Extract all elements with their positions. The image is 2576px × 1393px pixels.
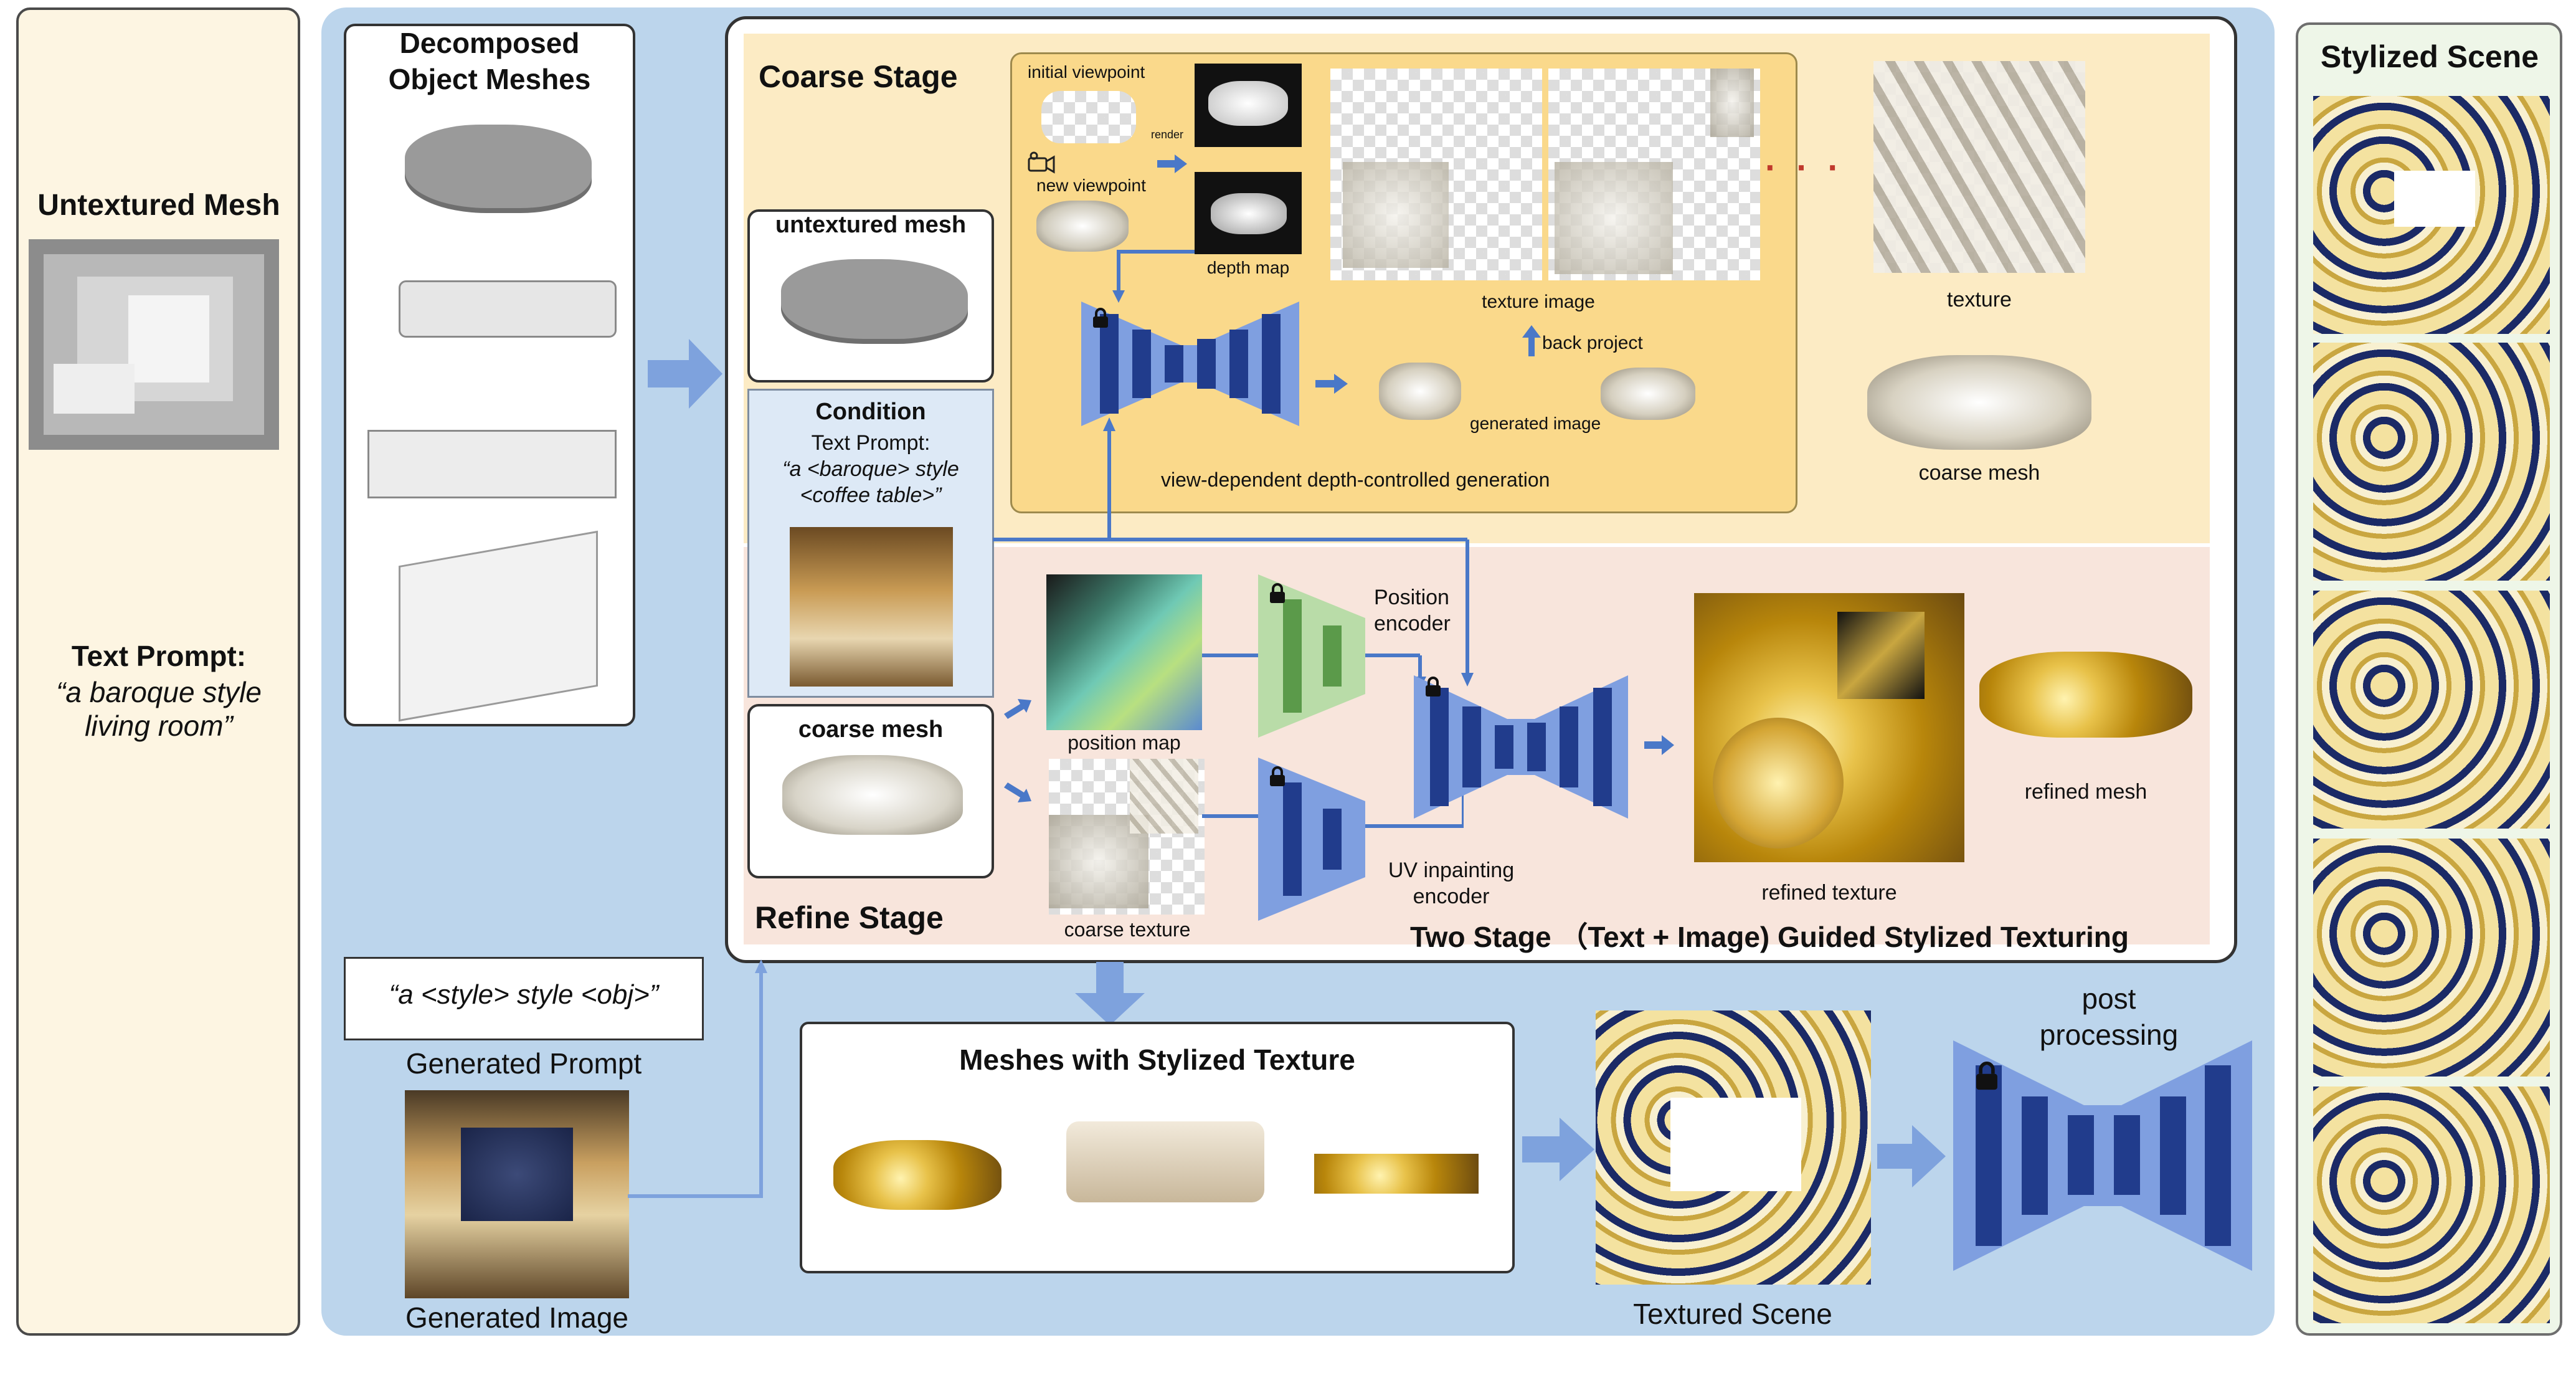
untextured-room-image [29,239,279,450]
refined-mesh-label: refined mesh [2024,780,2147,804]
position-encoder-line1: Position [1374,586,1449,609]
condition-connectors [993,417,1474,687]
arrow-right-icon [648,339,722,409]
back-project-label: back project [1542,333,1643,353]
arrow-down-icon [1075,962,1145,1025]
render-label: render [1151,128,1184,141]
condition-text: Text Prompt: [811,431,930,455]
decomposed-title-line1: Decomposed [399,27,580,59]
generated-prompt-box [344,957,704,1040]
lock-icon [1270,766,1285,786]
stylized-table-image [833,1140,1002,1210]
generated-image [405,1090,629,1298]
refined-texture-label: refined texture [1761,881,1897,905]
position-encoder-line2: encoder [1374,612,1451,635]
lock-icon [1426,677,1441,696]
textured-scene-image [1596,1010,1871,1285]
two-stage-title: Two Stage （Text + Image) Guided Stylized… [1410,921,2129,953]
condition-reference-image [790,527,953,687]
ellipsis-dots: · · · [1765,148,1845,187]
text-prompt-line2: living room” [85,710,233,742]
coarse-mesh-input-label: coarse mesh [798,716,944,743]
arrow-right-icon [1004,782,1031,802]
stylized-scene-view-3 [2313,591,2550,829]
coarse-mesh-result-label: coarse mesh [1918,461,2040,485]
arrow-right-icon [1644,735,1674,755]
refined-texture-image [1694,593,1964,862]
coarse-texture-label: coarse texture [1064,918,1191,941]
condition-prompt-line1: “a <baroque> style [782,457,959,481]
generated-image-label: generated image [1470,414,1601,433]
untextured-mesh-title: Untextured Mesh [37,189,280,222]
input-panel [16,7,300,1336]
texture-atlas-image [1873,61,2085,273]
arrow-right-icon [1315,374,1348,394]
post-processing-unet [1953,1040,2252,1271]
lock-icon [1093,308,1108,328]
arrow-right-icon [1877,1125,1946,1187]
stylized-sofa-image [1066,1121,1264,1202]
depth-map-image [1195,172,1302,254]
initial-viewpoint-image [1041,91,1136,143]
depth-map-label: depth map [1206,258,1290,277]
position-encoder [1258,574,1365,738]
condition-title: Condition [815,399,926,425]
coarse-texture-image [1049,759,1205,915]
text-prompt-line1: “a baroque style [56,676,262,708]
arrow-right-icon [1004,699,1031,719]
texture-image-1 [1330,69,1542,280]
texture-image-2 [1548,69,1760,280]
generated-image-small-1 [1379,363,1461,420]
stylized-scene-view-4 [2313,839,2550,1077]
post-processing-line1: post [2081,982,2136,1015]
refined-mesh-image [1979,652,2192,738]
initial-viewpoint-label: initial viewpoint [1028,62,1145,82]
generated-image-small-2 [1601,368,1695,420]
stylized-scene-view-2 [2313,343,2550,581]
uv-encoder-line2: encoder [1413,885,1490,908]
depth-connector [1112,250,1195,303]
generated-image-label-bottom: Generated Image [405,1301,628,1334]
stylized-scene-view-5 [2313,1086,2550,1323]
cabinet-mesh-image [367,430,617,498]
decomposed-title-line2: Object Meshes [388,63,591,95]
position-map-label: position map [1068,731,1181,754]
condition-prompt-line2: <coffee table>” [800,483,942,507]
coarse-mesh-input-image [782,755,963,835]
stylized-scene-title: Stylized Scene [2320,39,2539,74]
lock-icon [1270,583,1285,603]
image-to-twostage-connector [628,959,767,1198]
meshes-stylized-title: Meshes with Stylized Texture [959,1044,1355,1076]
arrow-up-icon [1522,325,1541,356]
arrow-right-icon [1522,1118,1594,1181]
post-processing-line2: processing [2039,1019,2179,1051]
texture-label: texture [1947,288,2012,311]
stylized-cabinet-image [1314,1154,1479,1194]
camera-icon [1028,151,1055,174]
arrow-right-icon [1157,155,1187,173]
coarse-stage-title: Coarse Stage [759,59,958,94]
table-mesh-image [405,125,592,208]
text-prompt-title: Text Prompt: [71,640,247,672]
uv-inpainting-encoder [1258,758,1365,921]
untextured-table-image [781,259,968,339]
new-viewpoint-label: new viewpoint [1036,176,1146,195]
generated-prompt-label: Generated Prompt [405,1047,642,1080]
refine-unet [1414,675,1628,819]
coarse-mesh-result-image [1867,355,2091,450]
uv-encoder-line1: UV inpainting [1388,858,1515,882]
texture-image-label: texture image [1482,292,1595,312]
stylized-scene-view-1 [2313,96,2550,334]
sofa-mesh-image [399,280,617,338]
lock-icon [1976,1062,1997,1090]
coarse-unet [1081,302,1299,426]
render-depth-image [1195,64,1302,147]
textured-scene-label: Textured Scene [1633,1298,1832,1330]
view-dependent-label: view-dependent depth-controlled generati… [1161,468,1550,491]
generated-prompt-template: “a <style> style <obj>” [389,979,659,1010]
new-viewpoint-image [1036,201,1129,252]
refine-stage-title: Refine Stage [755,900,944,935]
position-map-image [1046,574,1202,730]
untextured-mesh-label: untextured mesh [775,212,967,238]
